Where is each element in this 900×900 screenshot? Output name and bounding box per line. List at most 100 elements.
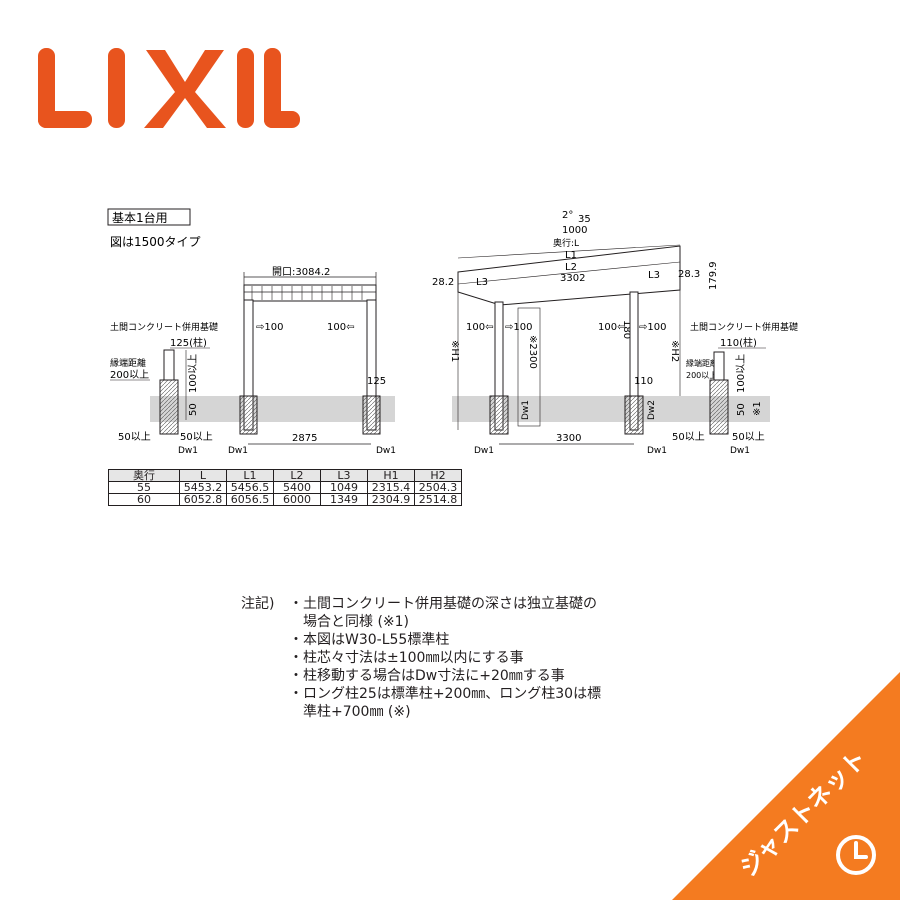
table-header: L3 — [320, 469, 368, 482]
dw1-mark: Dw1 — [647, 446, 667, 456]
table-row: 55 5453.2 5456.5 5400 1049 2315.4 2504.3 — [108, 481, 462, 494]
note-text: 準柱+700㎜ (※) — [303, 704, 411, 720]
note-continuation: 場合と同様 (※1) — [241, 613, 601, 631]
dim-50: 50 — [736, 403, 747, 416]
note-text: 土間コンクリート併用基礎の深さは独立基礎の — [303, 596, 597, 612]
note-text: ロング柱25は標準柱+200㎜、ロング柱30は標 — [303, 686, 602, 702]
arrow-100-left: ⇨100 — [256, 322, 283, 333]
post-span: 3300 — [556, 433, 581, 444]
post-label: 125(柱) — [170, 336, 207, 349]
h1-label: ※H1 — [449, 340, 460, 362]
dw1-mark: Dw1 — [376, 446, 396, 456]
post-span: 2875 — [292, 433, 317, 444]
dw1-mark: Dw1 — [228, 446, 248, 456]
width-1000: 1000 — [562, 225, 587, 236]
l1-label: L1 — [565, 250, 577, 261]
l3-right-label: L3 — [648, 270, 660, 281]
table-cell: 5453.2 — [179, 481, 227, 494]
mid-dimension: 3302 — [560, 273, 585, 284]
note-text: 場合と同様 (※1) — [303, 614, 410, 630]
table-cell: 6052.8 — [179, 493, 227, 506]
section-title: 基本1台用 — [112, 210, 168, 225]
edge-distance-value: 200以上 — [110, 369, 149, 381]
table-cell: 5456.5 — [226, 481, 274, 494]
dim-50-above-right: 50以上 — [732, 431, 765, 443]
table-cell: 6056.5 — [226, 493, 274, 506]
dw2-vertical: Dw2 — [647, 400, 657, 420]
table-cell: 6000 — [273, 493, 321, 506]
note-continuation: 準柱+700㎜ (※) — [241, 703, 601, 721]
h2-label: ※H2 — [669, 340, 680, 362]
left-28-2: 28.2 — [432, 277, 454, 288]
opening-dimension: 開口:3084.2 — [272, 266, 330, 278]
note-bullet: ・ — [289, 650, 303, 666]
type-note: 図は1500タイプ — [110, 235, 201, 249]
arrow-100-r2: ⇨100 — [639, 322, 666, 333]
front-view: 開口:3084.2 ⇨100 100⇦ 土間コンクリート併用基礎 125(柱) … — [110, 266, 396, 456]
vertical-180: 180 — [621, 320, 632, 339]
lixil-logo — [38, 48, 300, 128]
l2-label: L2 — [565, 262, 577, 273]
dw1-vertical: Dw1 — [521, 400, 531, 420]
notes-block: 注記) ・ 土間コンクリート併用基礎の深さは独立基礎の 場合と同様 (※1) ・… — [241, 595, 601, 721]
table-cell: 2504.3 — [414, 481, 462, 494]
note-bullet: ・ — [289, 632, 303, 648]
table-cell: 5400 — [273, 481, 321, 494]
table-cell: 2315.4 — [367, 481, 415, 494]
dim-125: 125 — [367, 376, 386, 387]
edge-distance-label: 縁端距離 — [686, 358, 718, 368]
arrow-100-right: 100⇦ — [327, 322, 354, 333]
edge-distance-value: 200以上 — [686, 371, 717, 380]
note-bullet: ・ — [289, 686, 303, 702]
table-cell: 1349 — [320, 493, 368, 506]
depth-label: 奥行:L — [553, 237, 579, 249]
dim-50-above-right: 50以上 — [180, 431, 213, 443]
note-item: ・ ロング柱25は標準柱+200㎜、ロング柱30は標 — [241, 685, 601, 703]
height-179-9: 179.9 — [708, 261, 719, 290]
dim-50-above-left: 50以上 — [672, 431, 705, 443]
table-row: 60 6052.8 6056.5 6000 1349 2304.9 2514.8 — [108, 493, 462, 506]
table-cell: 60 — [108, 493, 180, 506]
dim-100-above: 100以上 — [187, 354, 199, 393]
table-cell: 2304.9 — [367, 493, 415, 506]
note-item: ・ 本図はW30-L55標準柱 — [241, 631, 601, 649]
table-header: H1 — [367, 469, 415, 482]
note-item: 注記) ・ 土間コンクリート併用基礎の深さは独立基礎の — [241, 595, 601, 613]
arrow-100-l2: 100⇦ — [598, 322, 625, 333]
side-view: 2° 35 1000 奥行:L L1 L2 L3 3302 L3 28.2 28… — [432, 210, 798, 456]
dim-100-above: 100以上 — [735, 354, 747, 393]
table-header: H2 — [414, 469, 462, 482]
l3-left-label: L3 — [476, 277, 488, 288]
slope-label: 2° — [562, 210, 573, 221]
post-label: 110(柱) — [720, 336, 757, 349]
note-item: ・ 柱芯々寸法は±100㎜以内にする事 — [241, 649, 601, 667]
combined-foundation-label: 土間コンクリート併用基礎 — [110, 321, 218, 333]
table-cell: 55 — [108, 481, 180, 494]
notes-lead: 注記) — [241, 596, 275, 612]
note-bullet: ・ — [289, 596, 303, 612]
table-header: L — [179, 469, 227, 482]
combined-foundation-label: 土間コンクリート併用基礎 — [690, 321, 798, 333]
arrow-100-r1: ⇨100 — [505, 322, 532, 333]
dw1-mark: Dw1 — [474, 446, 494, 456]
note-text: 本図はW30-L55標準柱 — [303, 632, 450, 648]
star-1: ※1 — [752, 401, 763, 416]
dim-110: 110 — [634, 376, 653, 387]
clock-icon — [836, 835, 876, 875]
note-text: 柱芯々寸法は±100㎜以内にする事 — [303, 650, 524, 666]
note-bullet: ・ — [289, 668, 303, 684]
note-text: 柱移動する場合はDw寸法に+20㎜する事 — [303, 668, 565, 684]
table-header: L1 — [226, 469, 274, 482]
note-item: ・ 柱移動する場合はDw寸法に+20㎜する事 — [241, 667, 601, 685]
spec-table: 奥行 L L1 L2 L3 H1 H2 55 5453.2 5456.5 540… — [108, 469, 462, 506]
dw1-mark: Dw1 — [178, 446, 198, 456]
table-cell: 2514.8 — [414, 493, 462, 506]
dim-50-above-left: 50以上 — [118, 431, 151, 443]
dim-50: 50 — [188, 403, 199, 416]
section-title-box — [107, 208, 191, 226]
right-28-3: 28.3 — [678, 269, 700, 280]
table-header-row: 奥行 L L1 L2 L3 H1 H2 — [108, 469, 462, 482]
arrow-100-l1: 100⇦ — [466, 322, 493, 333]
slope-sub-label: 35 — [578, 214, 591, 225]
